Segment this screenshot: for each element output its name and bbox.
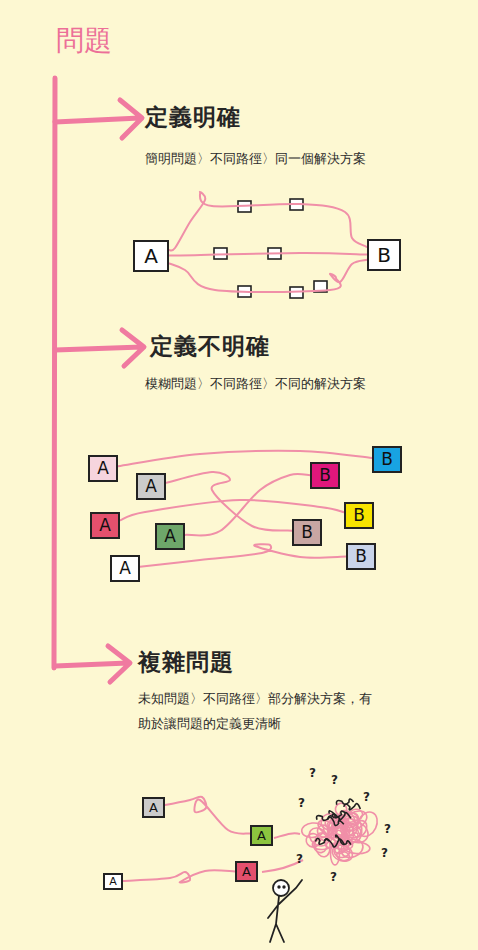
box-letter: B — [346, 507, 372, 524]
problem-box: A — [142, 797, 165, 818]
tangle-squiggle — [317, 816, 335, 821]
question-mark: ? — [384, 822, 391, 836]
box-letter: A — [135, 246, 167, 266]
box-letter: A — [252, 829, 271, 842]
tangle-squiggle — [332, 813, 351, 821]
problem-box: A — [103, 873, 123, 890]
box-letter: A — [92, 517, 118, 534]
section-heading: 定義不明確 — [150, 331, 270, 362]
tangle-loop — [325, 815, 352, 847]
question-mark: ? — [330, 870, 337, 884]
problem-box: B — [367, 239, 401, 271]
question-mark: ? — [296, 852, 303, 866]
tangle-loop — [348, 813, 359, 825]
section-description: 簡明問題〉不同路徑〉同一個解決方案 — [145, 150, 366, 168]
branch-arrow — [55, 330, 144, 366]
path-line — [165, 797, 250, 834]
problem-box: A — [235, 861, 258, 882]
tangle — [301, 799, 381, 865]
question-mark: ? — [381, 846, 388, 860]
problem-box: B — [310, 462, 340, 489]
branch-arrows — [54, 78, 144, 682]
tangle-loop — [313, 832, 332, 858]
section-description: 模糊問題〉不同路徑〉不同的解決方案 — [145, 375, 366, 393]
problem-box: A — [110, 555, 140, 582]
tangle-squiggle — [336, 799, 353, 805]
box-letter: A — [144, 801, 163, 814]
box-letter: B — [312, 467, 338, 484]
title: 問題 — [56, 22, 112, 60]
section-description: 未知問題〉不同路徑〉部分解決方案，有助於讓問題的定義更清晰 — [138, 686, 374, 736]
question-mark: ? — [309, 766, 316, 780]
question-mark: ? — [363, 790, 370, 804]
problem-box: A — [250, 825, 273, 846]
box-letter: B — [369, 245, 399, 265]
path-line — [120, 500, 344, 520]
tangle-loop — [301, 822, 325, 839]
problem-box: B — [372, 446, 402, 473]
box-letter: B — [374, 451, 400, 468]
tangle-loop — [330, 836, 350, 850]
tangle-loop — [350, 818, 370, 839]
section-heading: 定義明確 — [145, 102, 241, 133]
question-mark: ? — [298, 796, 305, 810]
problem-box: B — [346, 543, 376, 570]
box-letter: A — [105, 876, 121, 887]
stick-figure — [268, 880, 302, 942]
problem-box: B — [292, 519, 322, 546]
path-line — [169, 192, 367, 251]
box-letter: A — [112, 560, 138, 577]
trunk-line — [54, 78, 55, 668]
problem-box: A — [136, 473, 166, 500]
path-line — [123, 870, 235, 882]
box-letter: A — [237, 865, 256, 878]
step-squares — [214, 199, 327, 298]
path-line — [169, 260, 367, 292]
thread — [274, 833, 300, 838]
problem-box: A — [88, 455, 118, 482]
problem-box: A — [90, 512, 120, 539]
branch-arrow — [55, 100, 142, 138]
branch-arrow — [55, 646, 130, 682]
box-letter: B — [294, 524, 320, 541]
question-mark: ? — [331, 773, 338, 787]
problem-box: A — [133, 240, 169, 272]
problem-box: B — [344, 502, 374, 529]
box-letter: B — [348, 548, 374, 565]
tangle-squiggle — [336, 835, 351, 844]
section-heading: 複雜問題 — [138, 647, 234, 678]
box-letter: A — [138, 478, 164, 495]
box-letter: A — [157, 528, 183, 545]
box-letter: A — [90, 460, 116, 477]
path-line — [169, 253, 367, 256]
problem-box: A — [155, 523, 185, 550]
